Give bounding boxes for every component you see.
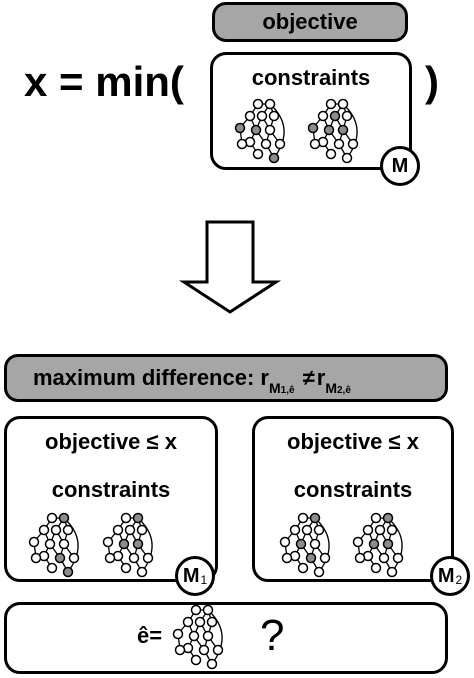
model-2-constraints: constraints: [293, 477, 413, 502]
graph-icon-top-2: [307, 98, 359, 164]
graph-icon-right-2: [352, 512, 404, 578]
graph-icon-right-1: [279, 512, 331, 578]
r1-sub-m: M: [268, 380, 281, 396]
r1-sub-index: 1,ê: [280, 385, 295, 396]
model-2-badge-index: 2: [455, 573, 463, 587]
query-box: ê= ?: [4, 602, 448, 674]
formula-lhs: x = min(: [24, 58, 184, 105]
objective-label: objective: [262, 9, 358, 34]
model-1-objective: objective ≤ x: [45, 429, 177, 454]
r2-sub-index: 2,ê: [336, 385, 351, 396]
r2-symbol: r: [316, 365, 326, 390]
max-difference-banner: maximum difference: rM1,ê ≠rM2,ê: [4, 354, 448, 402]
model-1-constraints: constraints: [51, 477, 171, 502]
r1-symbol: r: [260, 365, 269, 390]
constraints-label: constraints: [251, 65, 371, 90]
question-mark: ?: [260, 611, 285, 660]
model-1-badge-label: M: [182, 564, 200, 587]
graph-icon-query: [172, 604, 224, 670]
model-m-label: M: [391, 154, 409, 177]
model-m-badge: M: [380, 146, 420, 186]
neq-symbol: ≠: [302, 365, 315, 390]
constraints-box: constraints: [210, 52, 412, 170]
graph-icon-left-2: [102, 512, 154, 578]
max-difference-text: maximum difference: rM1,ê ≠rM2,ê: [33, 365, 351, 396]
model-1-badge-index: 1: [200, 573, 208, 587]
e-hat-label: ê=: [137, 623, 163, 648]
graph-icon-top-1: [234, 98, 286, 164]
max-diff-label: maximum difference:: [33, 365, 261, 390]
model-2-objective: objective ≤ x: [287, 429, 419, 454]
model-2-badge-label: M: [437, 564, 455, 587]
graph-icon-left-1: [28, 512, 80, 578]
objective-pill: objective: [212, 2, 408, 42]
formula-rhs: ): [425, 58, 439, 105]
r2-sub-m: M: [325, 380, 337, 396]
